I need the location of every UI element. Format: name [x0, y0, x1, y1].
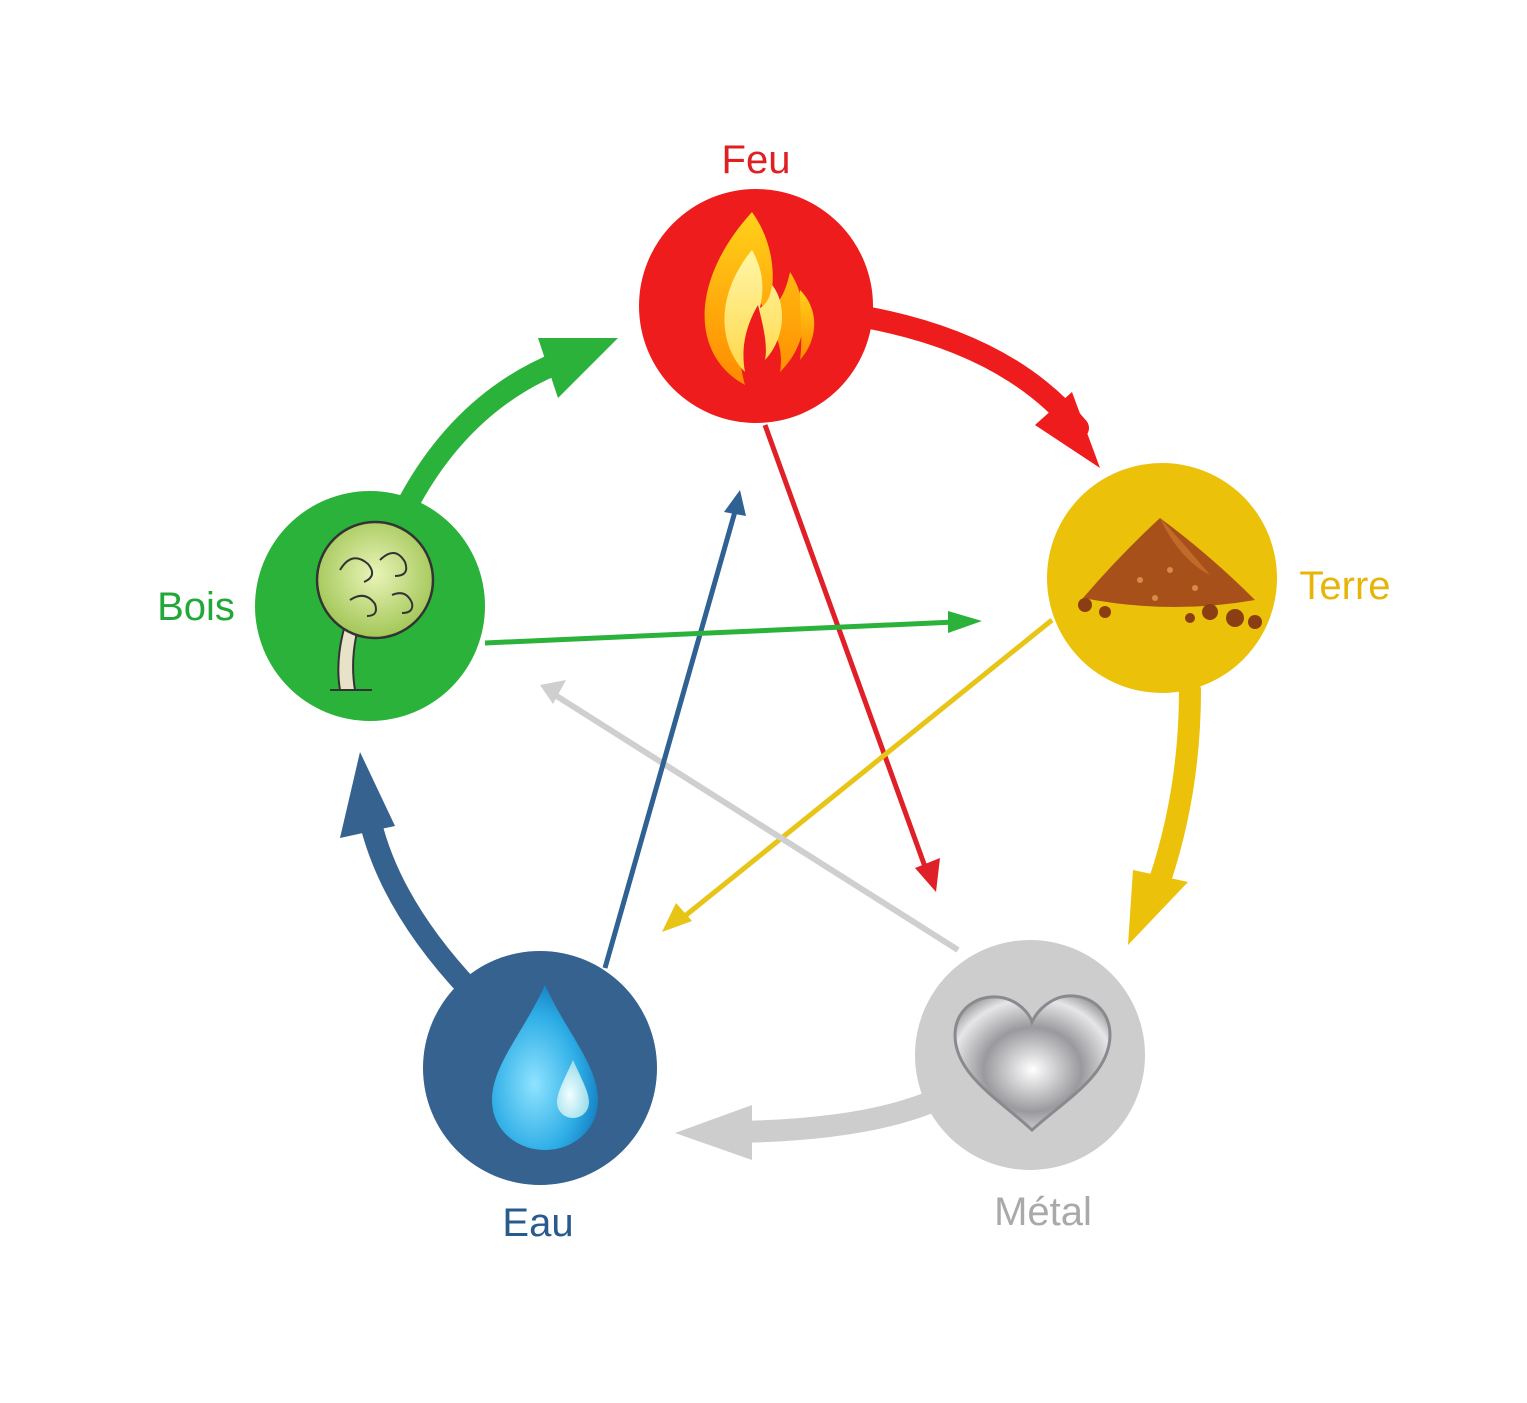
flame-icon: [704, 212, 815, 385]
arrow-feu-to-terre: [859, 307, 1089, 439]
arrow-feu-to-metal: [762, 424, 931, 876]
element-feu: [639, 189, 873, 423]
arrow-eau-to-feu: [602, 507, 739, 969]
arrow-feu-to-metal-head: [915, 858, 940, 892]
arrow-metal-to-bois-head: [540, 680, 566, 704]
arrow-metal-to-eau: [724, 1087, 951, 1143]
arrow-bois-to-terre-head: [948, 611, 982, 633]
arrow-bois-to-feu-head: [538, 338, 618, 398]
arrow-bois-to-terre: [484, 619, 956, 646]
arrow-bois-to-feu: [399, 351, 571, 511]
arrow-terre-to-metal-head: [1128, 870, 1188, 945]
earth-pile-icon: [1078, 518, 1262, 629]
label-eau: Eau: [502, 1201, 573, 1245]
controlling-cycle-arrows: [484, 424, 1054, 969]
metal-heart-icon: [953, 994, 1112, 1133]
element-terre: [1047, 463, 1277, 693]
element-bois: [255, 491, 485, 721]
arrow-terre-to-metal: [1149, 679, 1201, 891]
label-terre: Terre: [1299, 564, 1390, 608]
label-feu: Feu: [722, 138, 791, 182]
arrow-metal-to-bois: [553, 692, 960, 953]
arrow-terre-to-eau-head: [662, 903, 692, 932]
arrow-terre-to-eau: [678, 618, 1054, 922]
arrow-eau-to-bois: [359, 809, 481, 1001]
water-drop-icon: [492, 985, 598, 1150]
tree-icon: [315, 520, 435, 691]
label-metal: Métal: [994, 1190, 1092, 1234]
label-bois: Bois: [157, 585, 235, 629]
element-eau: [423, 951, 657, 1185]
arrow-feu-to-terre-head: [1035, 392, 1100, 468]
element-metal: [915, 940, 1145, 1170]
generating-cycle-arrows: [340, 307, 1201, 1160]
arrow-eau-to-feu-head: [724, 490, 746, 516]
arrow-eau-to-bois-head: [340, 752, 395, 838]
arrow-metal-to-eau-head: [675, 1105, 752, 1160]
